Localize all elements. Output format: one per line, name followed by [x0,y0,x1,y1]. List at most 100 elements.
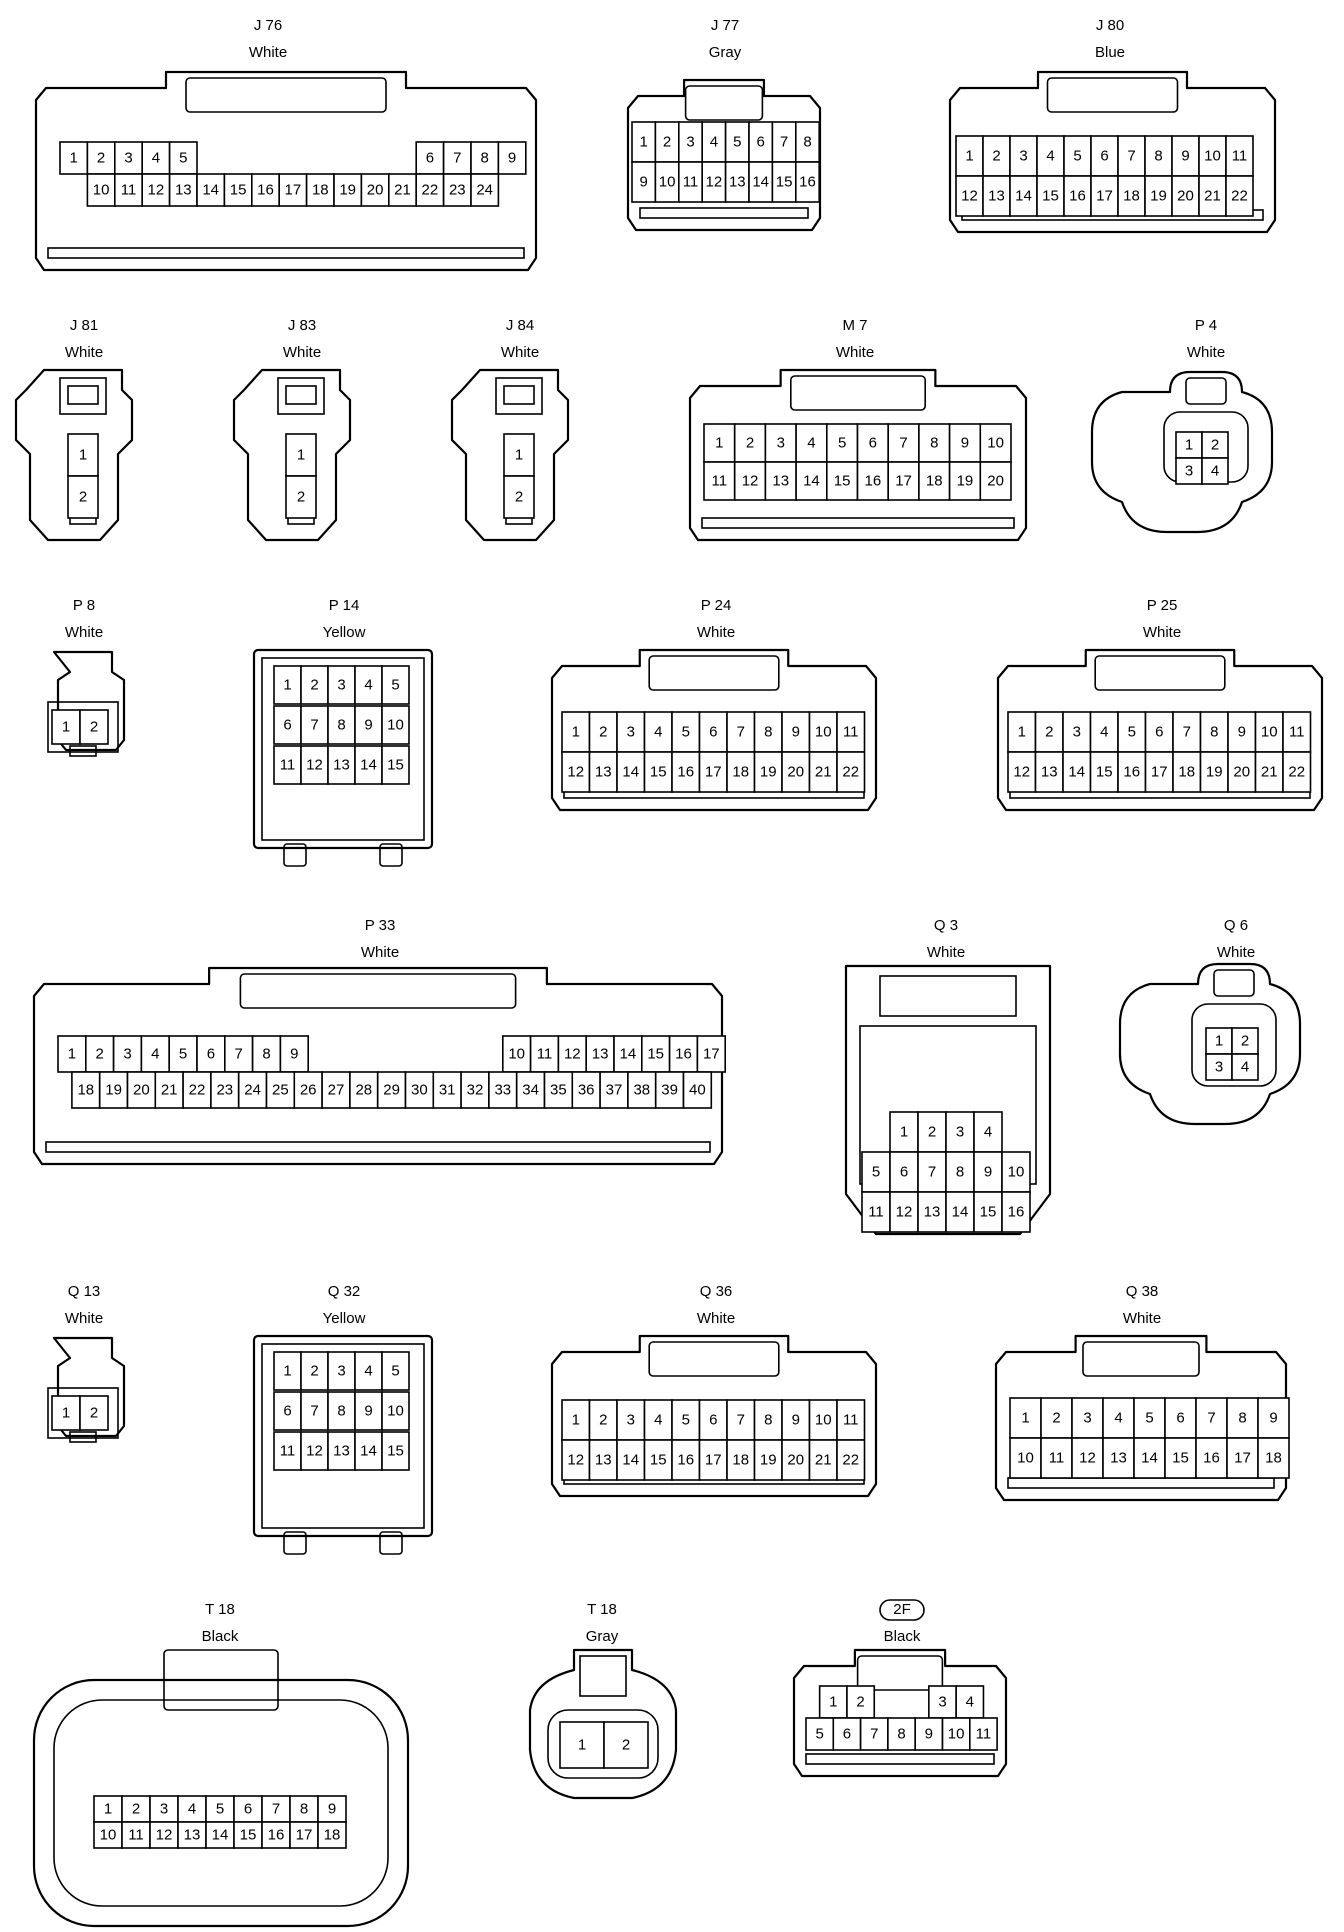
pin-grid-J81: 12 [67,433,99,519]
svg-text:10: 10 [387,717,404,734]
pin-2F-6: 6 [832,1717,862,1751]
pin-P25-1: 1 [1007,711,1037,753]
pin-J80-11: 11 [1225,135,1254,177]
pin-P14-4: 4 [354,665,383,705]
svg-text:4: 4 [654,1412,662,1429]
svg-text:2: 2 [79,489,87,506]
svg-text:15: 15 [230,182,247,199]
svg-text:36: 36 [578,1082,595,1099]
pin-P24-6: 6 [698,711,728,753]
pin-grid-J84: 12 [503,433,535,519]
svg-text:5: 5 [872,1164,880,1181]
connector-body-Q32 [252,1334,434,1555]
svg-text:11: 11 [280,757,296,774]
svg-text:21: 21 [815,1452,832,1469]
svg-text:2: 2 [515,489,523,506]
connector-color: Yellow [323,1310,366,1327]
pin-J77-8: 8 [794,121,820,163]
pin-P4-4: 4 [1201,457,1229,485]
connector-color: White [65,1310,103,1327]
pin-P33-16: 16 [668,1035,699,1073]
svg-text:3: 3 [627,1412,635,1429]
svg-text:6: 6 [843,1726,851,1743]
svg-text:3: 3 [337,677,345,694]
pin-2F-11: 11 [968,1717,998,1751]
svg-text:16: 16 [268,1827,285,1844]
svg-text:21: 21 [815,764,832,781]
svg-text:3: 3 [627,724,635,741]
pin-Q32-3: 3 [327,1351,356,1391]
svg-text:20: 20 [987,473,1004,490]
svg-text:6: 6 [1176,1410,1184,1427]
svg-text:4: 4 [654,724,662,741]
pin-P24-3: 3 [616,711,646,753]
svg-text:10: 10 [1008,1164,1025,1181]
pin-P14-5: 5 [381,665,410,705]
svg-text:9: 9 [1181,148,1189,165]
svg-text:5: 5 [682,724,690,741]
svg-text:9: 9 [925,1726,933,1743]
pin-P25-6: 6 [1144,711,1174,753]
svg-text:9: 9 [1269,1410,1277,1427]
pin-P33-15: 15 [640,1035,671,1073]
pin-T18B-10: 10 [93,1821,123,1849]
svg-text:14: 14 [1068,764,1085,781]
svg-text:13: 13 [924,1204,941,1221]
pin-P33-33: 33 [488,1071,518,1109]
svg-text:9: 9 [792,724,800,741]
pin-M7-10: 10 [979,423,1012,463]
pin-P24-7: 7 [726,711,756,753]
pin-P14-12: 12 [300,745,329,785]
pin-P14-15: 15 [381,745,410,785]
pin-P33-25: 25 [265,1071,296,1109]
pin-J80-14: 14 [1009,175,1038,217]
pin-T18B-12: 12 [149,1821,179,1849]
svg-text:14: 14 [752,174,769,191]
pin-J77-16: 16 [794,161,820,203]
svg-text:3: 3 [777,435,785,452]
pin-Q36-12: 12 [561,1439,591,1481]
svg-text:29: 29 [383,1082,400,1099]
connector-code: M 7 [842,317,867,334]
svg-text:12: 12 [1013,764,1030,781]
pin-P33-23: 23 [210,1071,240,1109]
svg-text:4: 4 [364,677,372,694]
pin-Q3-14: 14 [945,1191,975,1233]
pin-Q6-2: 2 [1231,1027,1259,1055]
pin-P24-14: 14 [616,751,646,793]
pin-P14-7: 7 [300,705,329,745]
svg-text:1: 1 [1215,1033,1223,1050]
svg-text:11: 11 [976,1726,992,1743]
pin-P24-4: 4 [643,711,673,753]
pin-M7-19: 19 [948,461,982,501]
svg-text:5: 5 [391,1363,399,1380]
svg-text:14: 14 [952,1204,969,1221]
pin-J76-8: 8 [470,141,500,175]
pin-J83-1: 1 [285,433,317,477]
svg-text:18: 18 [1123,188,1140,205]
svg-text:2: 2 [132,1801,140,1818]
pin-J81-1: 1 [67,433,99,477]
pin-J76-11: 11 [114,173,144,207]
pin-P14-8: 8 [327,705,356,745]
pin-Q3-2: 2 [917,1111,947,1153]
svg-text:5: 5 [1145,1410,1153,1427]
pin-P25-15: 15 [1089,751,1119,793]
pin-P14-6: 6 [273,705,302,745]
pin-P33-3: 3 [112,1035,143,1073]
pin-2F-4: 4 [955,1685,985,1719]
svg-text:5: 5 [179,1046,187,1063]
connector-color: White [249,44,287,61]
pin-P24-15: 15 [643,751,673,793]
svg-text:4: 4 [1241,1059,1249,1076]
pin-P24-9: 9 [781,711,811,753]
connector-code: P 4 [1195,317,1217,334]
pin-2F-7: 7 [859,1717,889,1751]
svg-text:1: 1 [640,134,648,151]
